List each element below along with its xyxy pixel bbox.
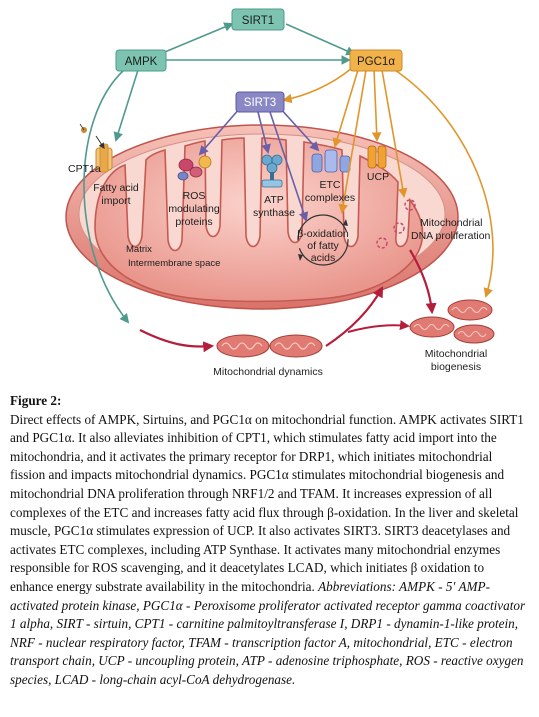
label-mtdna-1: Mitochondrial (420, 217, 482, 229)
node-ampk-label: AMPK (125, 56, 158, 68)
node-ampk: AMPK (115, 49, 167, 72)
label-etc-1: ETC (320, 179, 341, 191)
mtdna-icon (376, 199, 416, 249)
cpt1a-transporter-icon (79, 123, 113, 173)
beta-oxidation-cycle (297, 214, 349, 266)
figure-caption: Figure 2: Direct effects of AMPK, Sirtui… (10, 392, 530, 690)
label-fatty-acid-2: import (101, 195, 130, 207)
biogenesis-mitochondria (409, 299, 495, 344)
node-sirt1-label: SIRT1 (242, 15, 274, 27)
label-beta-1: β-oxidation (297, 228, 349, 240)
label-fatty-acid-1: Fatty acid (93, 182, 139, 194)
figure-diagram: SIRT1 AMPK PGC1α SIRT3 CPT1a Fatty acid … (65, 8, 495, 378)
ucp-icon (367, 145, 387, 169)
label-cpt1a: CPT1a (68, 163, 101, 175)
label-etc-2: complexes (305, 192, 355, 204)
label-matrix: Matrix (126, 244, 152, 255)
caption-title: Figure 2: (10, 393, 62, 408)
label-ros-2: modulating (168, 203, 220, 215)
caption-body: Direct effects of AMPK, Sirtuins, and PG… (10, 411, 524, 594)
node-pgc1a: PGC1α (349, 49, 403, 72)
label-atp-1: ATP (264, 194, 284, 206)
label-ros-3: proteins (175, 216, 212, 228)
label-atp-2: synthase (253, 207, 295, 219)
label-ims: Intermembrane space (128, 258, 220, 269)
label-beta-3: acids (311, 252, 336, 264)
arrows (83, 22, 494, 353)
atp-synthase-icon (261, 154, 283, 188)
mitochondrion (65, 124, 459, 310)
label-ros-1: ROS (183, 190, 206, 202)
label-biogenesis-1: Mitochondrial (425, 348, 487, 360)
caption-abbreviations: Abbreviations: AMPK - 5′ AMP-activated p… (10, 578, 526, 687)
diagram-canvas: SIRT1 AMPK PGC1α SIRT3 CPT1a Fatty acid … (65, 8, 495, 378)
label-biogenesis-2: biogenesis (431, 361, 481, 373)
node-sirt3-label: SIRT3 (244, 97, 276, 109)
dynamics-mitochondria (216, 334, 323, 358)
ros-proteins-icon (177, 155, 212, 181)
label-beta-2: of fatty (307, 240, 339, 252)
label-dynamics: Mitochondrial dynamics (213, 366, 323, 378)
node-sirt3: SIRT3 (235, 91, 285, 113)
label-mtdna-2: DNA proliferation (411, 230, 491, 242)
etc-complexes-icon (311, 149, 351, 173)
node-sirt1: SIRT1 (231, 8, 285, 31)
node-pgc1a-label: PGC1α (357, 56, 395, 68)
label-ucp: UCP (367, 171, 389, 183)
